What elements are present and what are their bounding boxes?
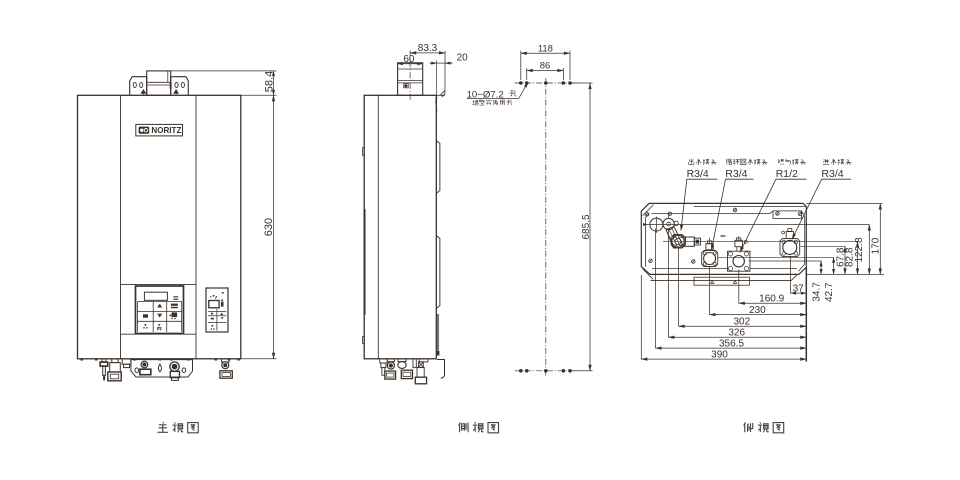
svg-text:42.7: 42.7 [824,282,835,302]
svg-text:67.8: 67.8 [835,247,846,267]
svg-text:R3/4: R3/4 [821,168,843,180]
svg-text:60: 60 [403,54,415,65]
svg-text:390: 390 [711,349,728,360]
svg-text:302: 302 [733,317,750,328]
svg-text:356.5: 356.5 [719,338,744,349]
svg-text:82.8: 82.8 [845,247,856,267]
svg-text:58.4: 58.4 [264,71,276,92]
svg-text:170: 170 [871,237,882,254]
svg-text:37: 37 [793,283,805,294]
svg-text:34.7: 34.7 [812,282,823,302]
svg-text:630: 630 [263,218,275,236]
svg-text:R1/2: R1/2 [776,168,798,180]
svg-text:685.5: 685.5 [581,214,592,239]
svg-text:326: 326 [728,328,745,339]
svg-text:10−Ø7.2: 10−Ø7.2 [467,90,504,101]
svg-text:230: 230 [749,305,766,316]
svg-text:R3/4: R3/4 [687,168,709,180]
svg-text:86: 86 [540,61,551,72]
svg-text:20: 20 [457,53,469,64]
svg-text:NORITZ: NORITZ [151,125,181,135]
svg-text:160.9: 160.9 [759,294,784,305]
svg-text:R3/4: R3/4 [725,168,747,180]
svg-text:83.3: 83.3 [418,43,438,54]
svg-text:118: 118 [538,43,553,54]
svg-text:122.8: 122.8 [854,237,865,262]
